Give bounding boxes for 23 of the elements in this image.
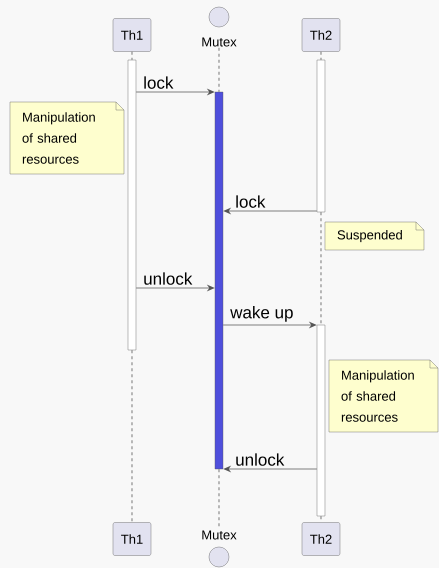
- activation-bar: [316, 324, 326, 516]
- message-label: wake up: [229, 304, 294, 323]
- participant-box: Th1: [112, 522, 152, 556]
- entity-participant: Mutex: [202, 530, 237, 568]
- activation-bar: [316, 60, 326, 212]
- lifeline: [218, 47, 220, 92]
- participant-box: Th2: [302, 522, 340, 556]
- participant-box: Th2: [302, 18, 340, 52]
- node-label: Mutex: [202, 530, 237, 540]
- entity-participant: Mutex: [202, 6, 237, 47]
- participant-box: Th1: [112, 18, 152, 52]
- message-label: lock: [234, 194, 266, 209]
- note: Manipulation of shared resources: [10, 102, 124, 174]
- lifeline: [320, 212, 322, 326]
- node-label: Mutex: [202, 37, 237, 47]
- activation-bar: [214, 92, 224, 470]
- message-label: unlock: [142, 271, 194, 286]
- lifeline: [320, 51, 322, 60]
- note: Manipulation of shared resources: [328, 360, 438, 432]
- activation-bar: [128, 60, 136, 350]
- message-label: lock: [142, 75, 174, 90]
- note: Suspended: [324, 222, 424, 250]
- message-label: unlock: [234, 452, 286, 467]
